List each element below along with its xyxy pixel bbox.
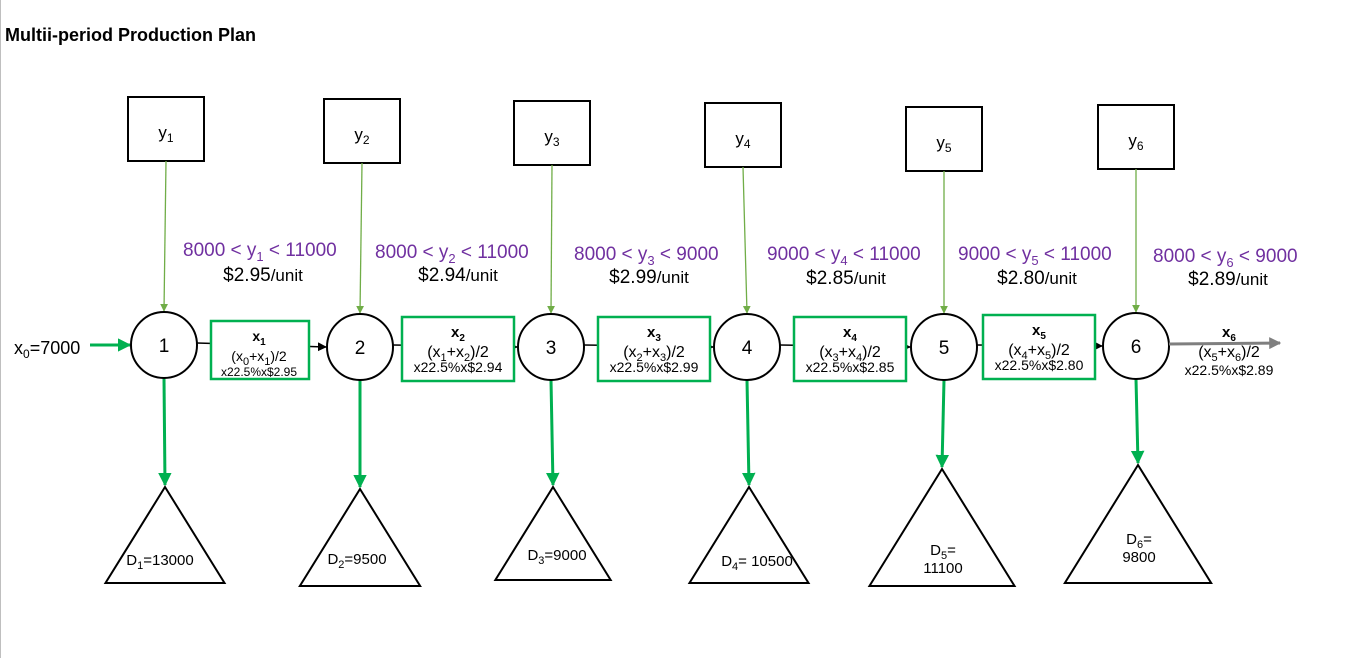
inventory-avg-2: (x1+x2)/2: [427, 344, 489, 364]
y-label-1: y1: [158, 123, 174, 145]
demand-arrow-3: [546, 379, 560, 487]
y-label-6: y6: [1128, 131, 1144, 153]
demand-arrow-1: [158, 377, 172, 487]
production-arrow-2: [356, 162, 364, 314]
y-label-5: y5: [936, 133, 952, 155]
demand-label-1: D1=13000: [126, 552, 193, 572]
inventory-box-1: [209, 319, 311, 381]
inventory-avg-3: (x2+x3)/2: [623, 344, 685, 364]
demand-label-6: D6=: [1126, 531, 1152, 551]
period-node-label-6: 6: [1131, 337, 1142, 358]
period-node-label-4: 4: [742, 338, 753, 359]
demand-triangle-4: [687, 485, 811, 584]
inventory-box-3: [596, 315, 712, 383]
production-constraint-6: 8000 < y6 < 9000: [1153, 246, 1298, 270]
y-box-3: [513, 100, 591, 166]
unit-cost-3: $2.99/unit: [609, 267, 689, 288]
demand-value-6: 9800: [1122, 549, 1155, 566]
inventory-cost-1: x22.5%x$2.95: [221, 365, 297, 379]
inventory-cost-2: x22.5%x$2.94: [414, 359, 503, 375]
inventory-cost-4: x22.5%x$2.85: [806, 359, 895, 375]
demand-triangle-3: [493, 485, 613, 581]
demand-label-3: D3=9000: [527, 547, 586, 567]
inventory-avg-5: (x4+x5)/2: [1008, 342, 1070, 362]
demand-triangle-1: [103, 485, 227, 584]
inventory-var-2: x2: [451, 324, 465, 344]
period-node-label-2: 2: [355, 338, 366, 359]
inventory-avg-6: (x5+x6)/2: [1198, 344, 1260, 364]
demand-label-2: D2=9500: [327, 551, 386, 571]
y-box-2: [323, 98, 401, 164]
inventory-var-5: x5: [1032, 322, 1046, 342]
y-label-4: y4: [735, 129, 751, 151]
unit-cost-1: $2.95/unit: [223, 265, 303, 286]
inventory-box-2: [400, 315, 516, 383]
y-label-2: y2: [354, 125, 370, 147]
diagram-title: Multii-period Production Plan: [5, 25, 256, 45]
inventory-cost-5: x22.5%x$2.80: [995, 357, 1084, 373]
unit-cost-6: $2.89/unit: [1188, 269, 1268, 290]
period-node-5: [910, 313, 978, 381]
period-node-1: [130, 311, 198, 379]
inventory-cost-3: x22.5%x$2.99: [610, 359, 699, 375]
production-arrow-4: [742, 166, 751, 314]
inventory-var-1: x1: [252, 328, 266, 348]
inventory-var-3: x3: [647, 324, 661, 344]
y-label-3: y3: [544, 127, 560, 149]
production-constraint-2: 8000 < y2 < 11000: [375, 242, 529, 266]
demand-arrow-4: [742, 379, 756, 487]
inventory-avg-1: (x0+x1)/2: [231, 348, 287, 368]
demand-label-5: D5=: [930, 542, 956, 562]
window-left-edge: [0, 0, 1, 658]
period-node-2: [326, 313, 394, 381]
production-constraint-5: 9000 < y5 < 11000: [958, 244, 1112, 268]
initial-inventory-label: x0=7000: [14, 338, 80, 361]
demand-triangle-2: [298, 487, 422, 587]
period-node-label-3: 3: [546, 338, 557, 359]
period-node-6: [1102, 312, 1170, 380]
inventory-var-4: x4: [843, 324, 857, 344]
period-node-4: [713, 313, 781, 381]
y-box-6: [1097, 104, 1175, 170]
demand-value-5: 11100: [923, 560, 963, 577]
inventory-cost-6: x22.5%x$2.89: [1185, 362, 1274, 378]
production-arrow-1: [160, 160, 168, 312]
inventory-var-6: x6: [1222, 324, 1236, 344]
inventory-avg-4: (x3+x4)/2: [819, 344, 881, 364]
demand-triangle-6: [1063, 463, 1213, 584]
unit-cost-5: $2.80/unit: [997, 268, 1077, 289]
production-constraint-4: 9000 < y4 < 11000: [767, 244, 921, 268]
unit-cost-4: $2.85/unit: [806, 268, 886, 289]
period-node-label-5: 5: [939, 338, 950, 359]
unit-cost-2: $2.94/unit: [418, 265, 498, 286]
period-node-3: [517, 313, 585, 381]
inventory-box-5: [981, 313, 1097, 381]
inventory-arrow-6: [1168, 337, 1282, 350]
production-constraint-3: 8000 < y3 < 9000: [574, 244, 719, 268]
demand-label-4: D4= 10500: [721, 553, 793, 573]
production-constraint-1: 8000 < y1 < 11000: [183, 240, 337, 264]
period-node-label-1: 1: [159, 336, 170, 357]
demand-arrow-5: [935, 379, 950, 469]
production-arrow-3: [547, 164, 555, 314]
y-box-4: [704, 102, 782, 168]
demand-triangle-5: [867, 467, 1017, 587]
demand-arrow-6: [1130, 378, 1145, 465]
inventory-box-4: [792, 315, 908, 383]
